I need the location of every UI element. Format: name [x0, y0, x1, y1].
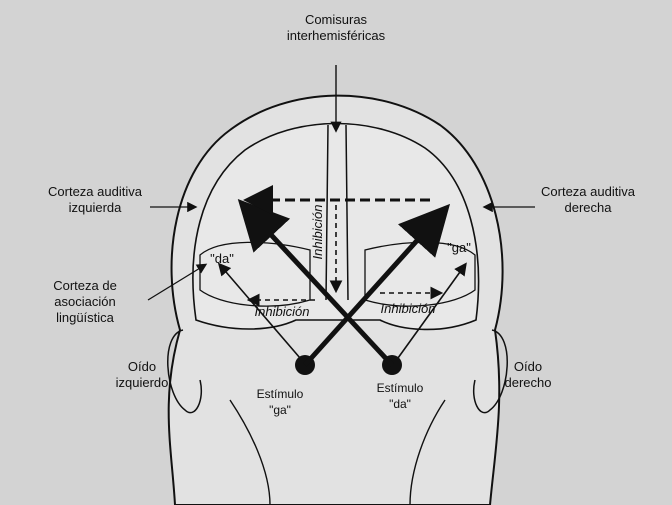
label-comisuras-2: interhemisféricas	[287, 28, 386, 43]
label-corteza-der-2: derecha	[565, 200, 613, 215]
label-asociacion-3: lingüística	[56, 310, 115, 325]
label-asociacion-2: asociación	[54, 294, 115, 309]
label-estimulo-izq-1: Estímulo	[257, 387, 304, 401]
label-estimulo-izq-2: "ga"	[269, 403, 291, 417]
label-corteza-izq-1: Corteza auditiva	[48, 184, 143, 199]
label-corteza-der-1: Corteza auditiva	[541, 184, 636, 199]
label-oido-izq-2: izquierdo	[116, 375, 169, 390]
label-estimulo-der-2: "da"	[389, 397, 411, 411]
label-oido-der-2: derecho	[505, 375, 552, 390]
label-corteza-izq-2: izquierda	[69, 200, 123, 215]
label-inhibicion-right: Inhibición	[381, 301, 436, 316]
label-estimulo-der-1: Estímulo	[377, 381, 424, 395]
label-comisuras-1: Comisuras	[305, 12, 368, 27]
label-asociacion-1: Corteza de	[53, 278, 117, 293]
label-ga-syllable: "ga"	[447, 240, 471, 255]
label-oido-izq-1: Oído	[128, 359, 156, 374]
label-inhibicion-center: Inhibición	[310, 205, 325, 260]
label-oido-der-1: Oído	[514, 359, 542, 374]
label-da-syllable: "da"	[210, 251, 234, 266]
label-inhibicion-left: Inhibición	[255, 304, 310, 319]
